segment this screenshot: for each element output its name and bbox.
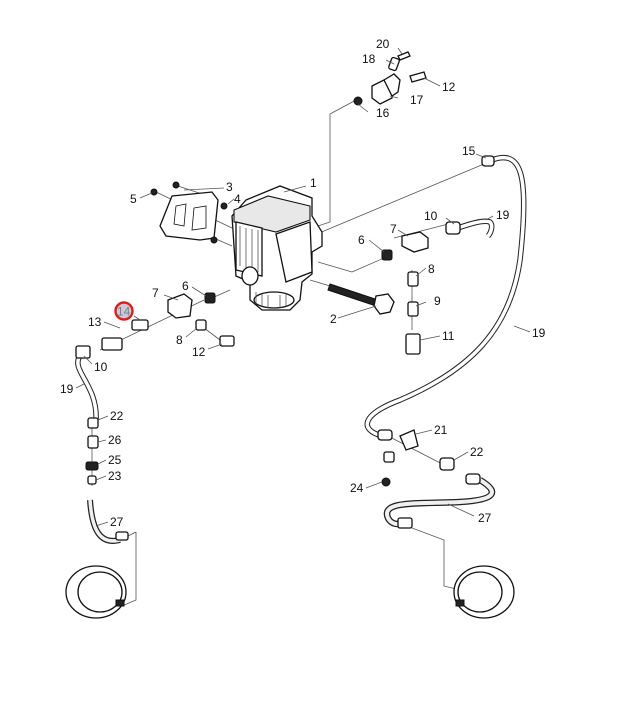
callout-6-right[interactable]: 6 [358,233,365,247]
screw-part-5[interactable] [150,188,158,196]
fitting-part-13[interactable] [101,337,123,351]
callout-8-right[interactable]: 8 [428,262,435,276]
callout-labels: 1 2 3 4 5 6 7 8 12 13 14 10 19 15 16 17 … [60,37,546,529]
callout-15[interactable]: 15 [462,144,476,158]
callout-14-highlighted[interactable]: 14 [114,301,134,321]
callout-12-top[interactable]: 12 [442,80,456,94]
brake-chamber-left[interactable] [65,565,127,619]
callout-9[interactable]: 9 [434,294,441,308]
callout-14[interactable]: 14 [117,305,131,319]
highlight-ring[interactable] [114,301,134,321]
right-fitting-group[interactable] [381,155,495,355]
callout-1[interactable]: 1 [310,176,317,190]
callout-22-left[interactable]: 22 [110,409,124,423]
fitting-part-14[interactable] [131,319,149,331]
bolt-part-2[interactable] [327,283,395,315]
callout-26[interactable]: 26 [108,433,122,447]
left-fitting-group[interactable] [75,292,235,359]
callout-27-left[interactable]: 27 [110,515,124,529]
screw-part-3[interactable] [172,181,180,189]
callout-7-left[interactable]: 7 [152,286,159,300]
gasket-plate-part-3[interactable] [159,191,219,241]
callout-23[interactable]: 23 [108,469,122,483]
callout-19-left[interactable]: 19 [60,382,74,396]
callout-19-top[interactable]: 19 [496,208,510,222]
fitting-part-8[interactable] [195,319,207,331]
callout-17[interactable]: 17 [410,93,424,107]
callout-16[interactable]: 16 [376,106,390,120]
callout-10-right[interactable]: 10 [424,209,438,223]
callout-25[interactable]: 25 [108,453,122,467]
fitting-part-12[interactable] [219,335,235,347]
callout-11[interactable]: 11 [442,329,455,343]
main-valve-part-1[interactable] [231,185,323,311]
callout-20[interactable]: 20 [376,37,390,51]
callout-8-left[interactable]: 8 [176,333,183,347]
callout-24[interactable]: 24 [350,481,364,495]
fitting-part-6[interactable] [204,292,216,304]
callout-3[interactable]: 3 [226,180,233,194]
callout-2[interactable]: 2 [330,312,337,326]
callout-22-right[interactable]: 22 [470,445,484,459]
top-fitting-group[interactable] [353,51,427,106]
callout-13[interactable]: 13 [88,315,102,329]
callout-10-left[interactable]: 10 [94,360,108,374]
lower-left-fitting-group[interactable] [85,417,129,541]
leader-lines [91,99,485,607]
lower-right-fitting-group[interactable] [377,429,481,529]
callout-18[interactable]: 18 [362,52,376,66]
callout-6-left[interactable]: 6 [182,279,189,293]
callout-4[interactable]: 4 [234,192,241,206]
callout-19-right[interactable]: 19 [532,326,546,340]
callout-21[interactable]: 21 [434,423,448,437]
screw-part-4[interactable] [220,202,228,210]
brake-chamber-right[interactable] [453,565,515,619]
hoses [75,154,527,544]
callout-12-left[interactable]: 12 [192,345,206,359]
callout-7-right[interactable]: 7 [390,222,397,236]
fitting-part-10[interactable] [75,345,91,359]
screw-part[interactable] [210,236,218,244]
callout-leaders [75,47,531,527]
callout-27-right[interactable]: 27 [478,511,492,525]
tee-part-7[interactable] [167,293,193,319]
callout-5[interactable]: 5 [130,192,137,206]
